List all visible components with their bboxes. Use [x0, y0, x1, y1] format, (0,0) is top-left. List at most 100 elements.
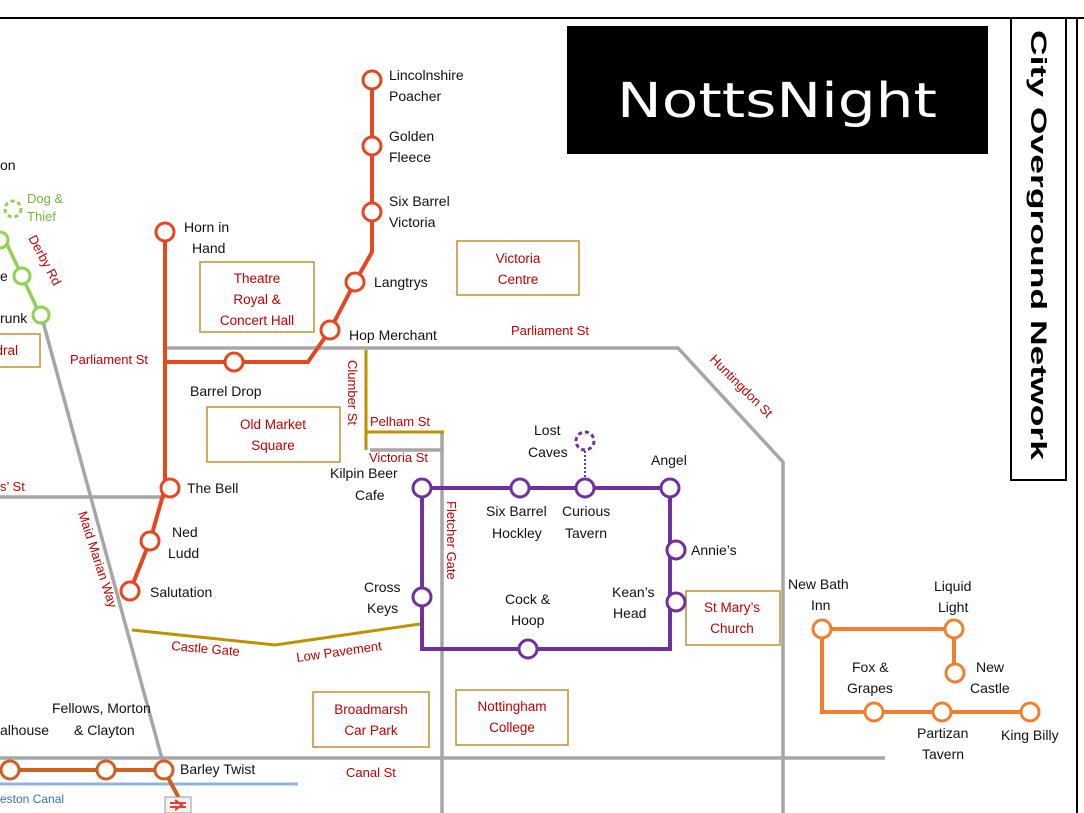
label-six-barrel-v: Six Barrel — [389, 193, 450, 209]
street-label-parliament-left: Parliament St — [70, 352, 148, 367]
canal-label: eston Canal — [0, 792, 64, 806]
street-label-friar: s’ St — [0, 479, 25, 494]
street-maid-marian — [40, 317, 167, 771]
label-ludd: Ludd — [168, 545, 199, 561]
street-label-castle-gate: Castle Gate — [171, 638, 241, 659]
landmark-theatre-2: Royal & — [233, 292, 280, 307]
title-text: NottsNight — [617, 73, 937, 129]
label-cafe: Cafe — [355, 487, 385, 503]
red-line-south — [128, 232, 167, 592]
station-six-barrel-victoria[interactable] — [361, 201, 383, 223]
station-new-castle[interactable] — [944, 662, 966, 684]
station-ned-ludd[interactable] — [139, 530, 161, 552]
station-dog-and-thief[interactable] — [3, 199, 23, 219]
label-fellows: Fellows, Morton — [52, 700, 151, 716]
station-alehouse[interactable] — [0, 759, 21, 781]
label-poacher: Poacher — [389, 88, 441, 104]
label-barley-twist: Barley Twist — [180, 761, 255, 777]
street-label-clumber: Clumber St — [345, 360, 360, 425]
landmark-broadmarsh-2: Car Park — [344, 723, 398, 738]
station-green-3[interactable] — [31, 305, 51, 325]
label-fox: Fox & — [852, 659, 889, 675]
station-annies[interactable] — [665, 539, 687, 561]
station-lincolnshire-poacher[interactable] — [361, 69, 383, 91]
station-fox-and-grapes[interactable] — [863, 701, 885, 723]
label-keans: Kean’s — [612, 584, 655, 600]
label-castle: Castle — [970, 680, 1010, 696]
station-fellows-morton-clayton[interactable] — [95, 759, 117, 781]
label-new: New — [976, 659, 1005, 675]
station-the-bell[interactable] — [159, 477, 181, 499]
street-label-low-pavement: Low Pavement — [295, 638, 383, 665]
station-partizan-tavern[interactable] — [931, 701, 953, 723]
label-new-bath: New Bath — [788, 576, 849, 592]
label-horn-in: Horn in — [184, 219, 229, 235]
label-ned: Ned — [172, 524, 198, 540]
street-label-parliament-right: Parliament St — [511, 323, 589, 338]
label-curious: Curious — [562, 503, 610, 519]
landmark-victoria-2: Centre — [498, 272, 539, 287]
landmark-st-marys-2: Church — [710, 621, 754, 636]
label-fleece: Fleece — [389, 149, 431, 165]
label-langtrys: Langtrys — [374, 274, 428, 290]
station-hop-merchant[interactable] — [319, 319, 341, 341]
street-label-derby-rd: Derby Rd — [25, 232, 64, 288]
landmark-st-marys-1: St Mary’s — [704, 600, 760, 615]
label-partizan: Partizan — [917, 725, 968, 741]
label-lost: Lost — [534, 422, 561, 438]
landmark-cathedral-box — [0, 333, 41, 368]
landmark-victoria-centre-box — [456, 240, 580, 296]
label-angel: Angel — [651, 452, 687, 468]
station-angel[interactable] — [659, 477, 681, 499]
street-label-victoria: Victoria St — [369, 450, 428, 465]
station-lost-caves[interactable] — [574, 430, 596, 452]
landmark-college-1: Nottingham — [477, 699, 546, 714]
station-cross-keys[interactable] — [411, 586, 433, 608]
station-six-barrel-hockley[interactable] — [509, 477, 531, 499]
label-kilpin-beer: Kilpin Beer — [330, 465, 398, 481]
label-thief: Thief — [27, 209, 56, 224]
label-hoop: Hoop — [511, 612, 545, 628]
station-horn-in-hand[interactable] — [154, 221, 176, 243]
station-green-2[interactable] — [12, 266, 32, 286]
landmark-st-marys-box — [685, 590, 781, 646]
station-liquid-light[interactable] — [943, 618, 965, 640]
title-block — [567, 26, 988, 154]
label-hockley: Hockley — [492, 525, 542, 541]
streets — [0, 317, 885, 813]
station-barrel-drop[interactable] — [223, 351, 245, 373]
label-liquid: Liquid — [934, 578, 971, 594]
landmark-broadmarsh-box — [312, 691, 430, 748]
station-curious-tavern[interactable] — [574, 477, 596, 499]
station-langtrys[interactable] — [344, 271, 366, 293]
label-tavern: Tavern — [565, 525, 607, 541]
landmark-cathedral-label: dral — [0, 343, 18, 358]
street-castle-gate-low-pavement — [131, 622, 421, 647]
station-golden-fleece[interactable] — [361, 135, 383, 157]
label-victoria: Victoria — [389, 214, 436, 230]
station-keans-head[interactable] — [665, 591, 687, 613]
label-green-partial-1: on — [0, 157, 16, 173]
label-barrel-drop: Barrel Drop — [190, 383, 262, 399]
station-kilpin-beer-cafe[interactable] — [411, 477, 433, 499]
landmark-theatre-1: Theatre — [234, 271, 281, 286]
station-cock-and-hoop[interactable] — [517, 638, 539, 660]
label-hand: Hand — [192, 240, 225, 256]
station-salutation[interactable] — [119, 580, 141, 602]
landmark-labels: dral Theatre Royal & Concert Hall Victor… — [0, 251, 760, 738]
landmarks — [0, 240, 781, 748]
landmark-old-market-1: Old Market — [240, 417, 306, 432]
label-golden: Golden — [389, 128, 434, 144]
station-barley-twist[interactable] — [153, 759, 175, 781]
label-lincolnshire: Lincolnshire — [389, 67, 464, 83]
station-king-billy[interactable] — [1019, 701, 1041, 723]
label-tavern-2: Tavern — [922, 746, 964, 762]
label-green-partial-2: e — [0, 268, 8, 284]
label-annies: Annie’s — [691, 542, 737, 558]
label-light: Light — [938, 599, 968, 615]
station-new-bath-inn[interactable] — [811, 618, 833, 640]
station-green-1[interactable] — [0, 230, 10, 250]
street-label-pelham: Pelham St — [370, 414, 430, 429]
station-labels: Lincolnshire Poacher Golden Fleece Six B… — [0, 67, 1059, 777]
